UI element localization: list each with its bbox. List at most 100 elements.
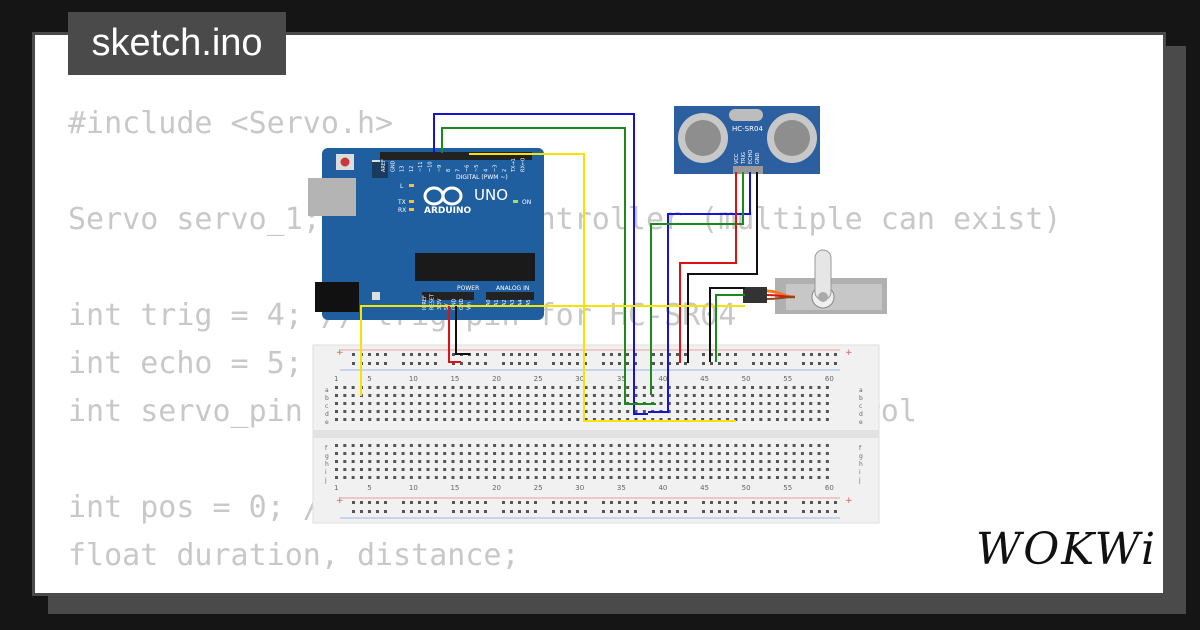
breadboard-hole <box>452 510 455 513</box>
breadboard-hole <box>418 510 421 513</box>
wire-black-gnd <box>687 172 758 363</box>
breadboard-hole <box>826 501 829 504</box>
breadboard-hole <box>443 402 447 405</box>
pin-label: ~6 <box>465 165 471 172</box>
breadboard-hole <box>368 410 372 413</box>
breadboard-hole <box>759 460 763 463</box>
breadboard-hole <box>443 476 447 479</box>
breadboard-hole <box>559 394 563 397</box>
breadboard-hole <box>717 386 721 389</box>
breadboard-hole <box>592 402 596 405</box>
breadboard-hole <box>384 410 388 413</box>
breadboard-hole <box>484 362 487 365</box>
breadboard-hole <box>734 468 738 471</box>
breadboard-hole <box>493 386 497 389</box>
breadboard-hole <box>543 460 546 463</box>
breadboard-hole <box>767 418 771 421</box>
breadboard-hole <box>484 510 487 513</box>
code-line: #include <Servo.h> <box>68 106 394 141</box>
breadboard-hole <box>401 402 405 405</box>
breadboard-hole <box>335 476 338 479</box>
breadboard-hole <box>476 444 480 447</box>
breadboard-hole <box>426 452 430 455</box>
breadboard-hole <box>401 410 405 413</box>
breadboard-hole <box>368 452 372 455</box>
wire-blue <box>433 113 648 415</box>
breadboard-hole <box>526 402 530 405</box>
breadboard-hole <box>518 418 522 421</box>
breadboard-hole <box>493 460 497 463</box>
breadboard-hole <box>526 501 529 504</box>
breadboard-hole <box>368 444 372 447</box>
breadboard-hole <box>610 510 613 513</box>
breadboard-hole <box>534 418 538 421</box>
breadboard-hole <box>584 353 587 356</box>
pin-label: 3.3V <box>437 298 443 310</box>
breadboard-hole <box>767 444 771 447</box>
breadboard-hole <box>393 460 397 463</box>
breadboard-hole <box>418 394 422 397</box>
breadboard-hole <box>518 468 522 471</box>
atmega-chip <box>415 253 535 281</box>
breadboard-hole <box>443 468 447 471</box>
breadboard-hole <box>426 386 430 389</box>
breadboard-hole <box>634 444 638 447</box>
breadboard-hole <box>359 418 363 421</box>
pin-label: 5 <box>367 484 371 492</box>
breadboard-hole <box>409 386 413 389</box>
breadboard-hole <box>359 402 363 405</box>
breadboard-hole <box>717 402 721 405</box>
breadboard-hole <box>418 402 422 405</box>
breadboard-hole <box>726 362 729 365</box>
breadboard-hole <box>726 402 730 405</box>
breadboard-hole <box>567 468 571 471</box>
pin-label: h <box>859 461 863 468</box>
breadboard-hole <box>335 418 338 421</box>
breadboard-holes <box>335 353 837 513</box>
breadboard-hole <box>676 460 680 463</box>
breadboard-hole <box>617 452 621 455</box>
breadboard-hole <box>584 476 588 479</box>
breadboard-hole <box>559 468 563 471</box>
breadboard-hole <box>642 452 646 455</box>
breadboard-hole <box>418 418 422 421</box>
breadboard-hole <box>634 476 638 479</box>
breadboard-hole <box>352 353 355 356</box>
breadboard-hole <box>426 444 430 447</box>
breadboard-hole <box>409 402 413 405</box>
breadboard-hole <box>784 386 788 389</box>
breadboard-hole <box>560 501 563 504</box>
breadboard-hole <box>493 468 497 471</box>
breadboard-hole <box>709 444 713 447</box>
breadboard-hole <box>468 510 471 513</box>
breadboard-hole <box>526 386 530 389</box>
breadboard-hole <box>792 410 796 413</box>
breadboard-hole <box>825 452 829 455</box>
breadboard-hole <box>368 386 372 389</box>
pin-label: f <box>859 445 862 452</box>
breadboard-hole <box>576 386 580 389</box>
breadboard-hole <box>351 452 355 455</box>
breadboard-hole <box>526 410 530 413</box>
breadboard-hole <box>418 353 421 356</box>
breadboard-hole <box>759 444 763 447</box>
breadboard-hole <box>726 452 730 455</box>
pin-label: ~10 <box>428 161 434 172</box>
breadboard-hole <box>360 501 363 504</box>
breadboard-hole <box>376 452 380 455</box>
breadboard-hole <box>410 362 413 365</box>
breadboard-hole <box>460 510 463 513</box>
breadboard-hole <box>701 402 705 405</box>
breadboard-hole <box>634 452 638 455</box>
breadboard-hole <box>818 353 821 356</box>
breadboard-hole <box>742 444 746 447</box>
arduino-uno: UNO ARDUINO DIGITAL (PWM ~) POWER ANALOG… <box>308 148 544 320</box>
breadboard-hole <box>343 386 347 389</box>
breadboard-hole <box>484 418 488 421</box>
breadboard-hole <box>592 418 596 421</box>
breadboard-hole <box>402 510 405 513</box>
pin-label: 25 <box>534 375 543 383</box>
breadboard-hole <box>476 510 479 513</box>
breadboard-hole <box>792 452 796 455</box>
breadboard-hole <box>609 418 613 421</box>
